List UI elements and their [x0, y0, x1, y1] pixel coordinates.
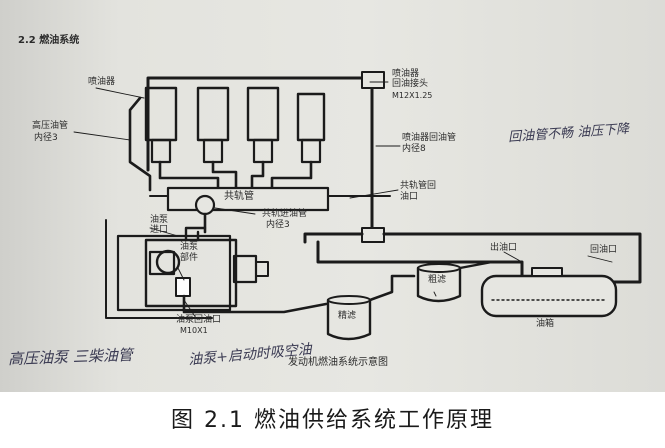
return-joint-label-2: 回油接头	[392, 79, 429, 89]
figure-caption: 图 2.1 燃油供给系统工作原理	[171, 408, 494, 433]
fine-filter-label: 精滤	[338, 311, 357, 321]
coarse-filter-label: 粗滤	[428, 275, 447, 285]
pump-part-label-2: 部件	[180, 253, 199, 263]
injector-1	[144, 86, 178, 142]
return-pipe-label-2: 内径8	[402, 144, 426, 154]
return-joint-label-1: 喷油器	[392, 69, 420, 79]
rail-return-junction	[361, 227, 385, 243]
rail-inlet-label-2: 内径3	[266, 220, 290, 230]
handwritten-note-bottom-left: 高压油泵 三柴油管	[7, 345, 134, 369]
pump-inlet-label-2: 进口	[150, 225, 169, 235]
injector-3	[246, 86, 280, 142]
section-heading: 2.2 燃油系统	[18, 35, 80, 46]
common-rail-label: 共轨管	[224, 191, 254, 202]
fine-filter	[326, 298, 372, 341]
tank-label: 油箱	[536, 319, 555, 329]
main-return-line	[303, 232, 642, 284]
rail-inlet-label-1: 共轨进油管	[262, 209, 308, 219]
rail-return-label-2: 油口	[400, 192, 419, 202]
diagram-title: 发动机燃油系统示意图	[288, 357, 388, 368]
pump-return-label-1: 油泵回油口	[176, 315, 222, 325]
pump-inlet-label-1: 油泵	[150, 215, 169, 225]
injector-label: 喷油器	[88, 77, 116, 87]
injector-2	[196, 86, 230, 142]
pump-part-label-1: 油泵	[180, 242, 199, 252]
return-joint	[361, 71, 385, 89]
return-joint-label-3: M12X1.25	[392, 91, 433, 100]
outlet-label: 出油口	[490, 243, 518, 253]
fuel-tank	[480, 274, 618, 318]
injector-return-line	[146, 76, 374, 234]
return-port-label: 回油口	[590, 245, 618, 255]
hp-pipe-label-2: 内径3	[34, 133, 58, 143]
pump-housing	[116, 234, 232, 312]
fuel-system-diagram	[73, 71, 642, 341]
high-pressure-pipes	[158, 160, 313, 192]
hp-pipe-label-1: 高压油管	[32, 121, 69, 131]
rail-return-label-1: 共轨管回	[400, 181, 437, 191]
pump-return-label-2: M10X1	[180, 326, 208, 335]
injector-4	[296, 92, 326, 142]
coarse-filter	[416, 266, 462, 303]
outlet-line	[316, 240, 524, 300]
return-pipe-label-1: 喷油器回油管	[402, 133, 457, 143]
